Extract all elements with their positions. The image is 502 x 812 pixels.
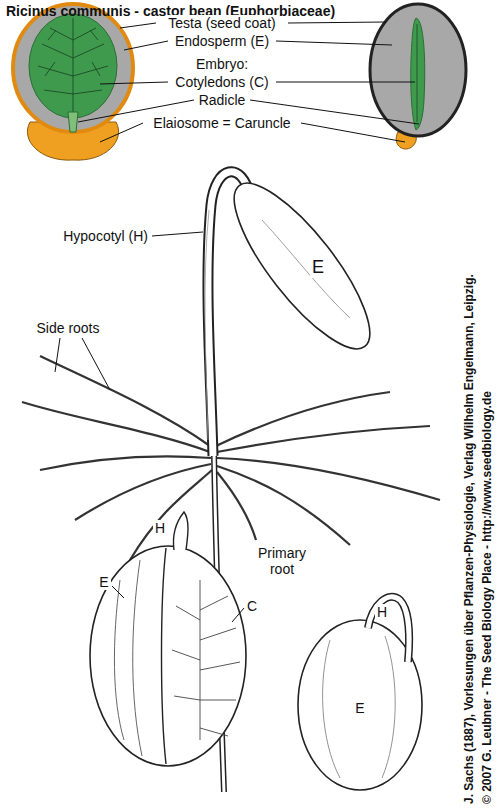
- credit-line: © 2007 G. Leubner - The Seed Biology Pla…: [481, 389, 495, 806]
- part-label: Radicle: [197, 92, 248, 108]
- part-label: C: [245, 598, 259, 614]
- part-label: Cotyledons (C): [173, 74, 270, 90]
- part-label: Hypocotyl (H): [61, 228, 150, 244]
- part-label: E: [353, 700, 366, 716]
- part-label: Primary root: [249, 545, 315, 577]
- part-label: Side roots: [34, 320, 101, 336]
- part-label: Embryo:: [194, 56, 250, 72]
- credit-line: J. Sachs (1887), Vorlesungen über Pflanz…: [463, 272, 477, 806]
- part-label: E: [310, 257, 326, 278]
- part-label: Elaiosome = Caruncle: [151, 115, 292, 131]
- part-label: Testa (seed coat): [166, 15, 277, 31]
- part-label: E: [97, 574, 110, 590]
- part-label: H: [153, 520, 167, 536]
- part-label: H: [375, 604, 389, 620]
- part-label: Endosperm (E): [173, 33, 271, 49]
